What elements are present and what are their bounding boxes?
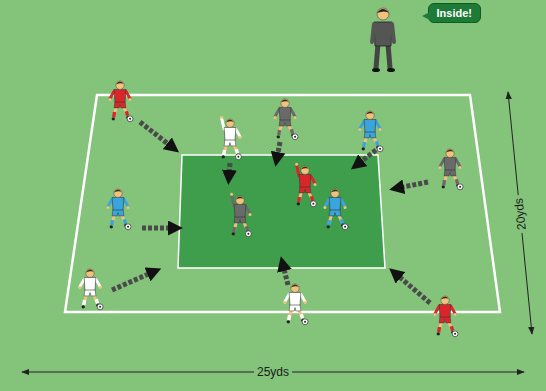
coach: [372, 8, 395, 72]
speech-bubble: Inside!: [428, 3, 481, 23]
dimension-label: 20yds: [511, 194, 529, 233]
dimension-label: 25yds: [254, 365, 292, 379]
inner-area: [178, 155, 385, 268]
length-dimension: [508, 92, 532, 334]
outer-area: [65, 95, 500, 312]
players: [78, 81, 463, 337]
callout-text: Inside!: [437, 6, 472, 20]
